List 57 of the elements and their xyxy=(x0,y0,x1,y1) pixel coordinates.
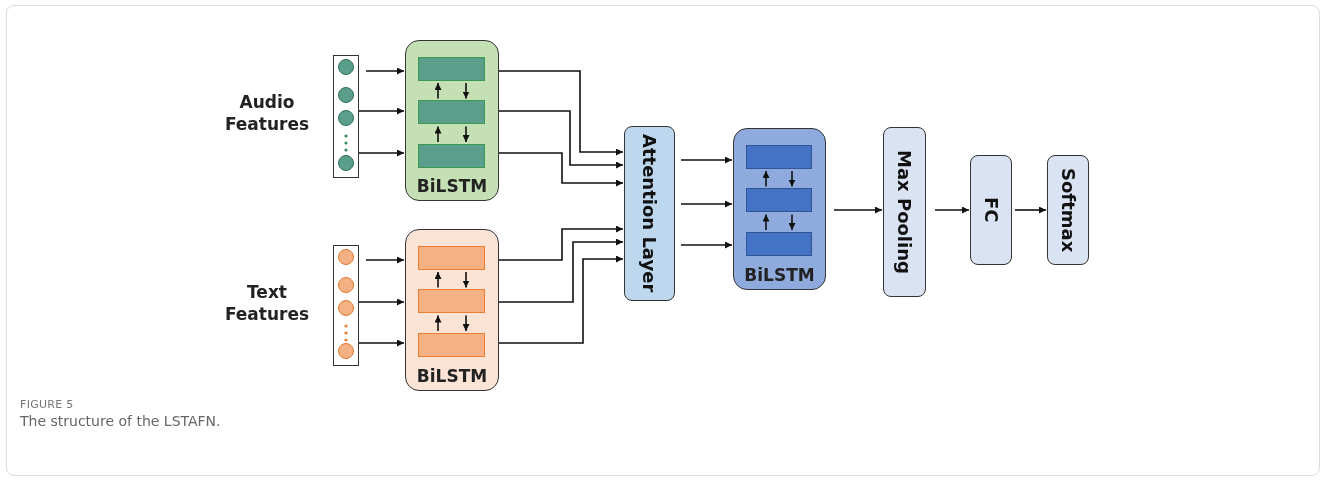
arrow xyxy=(680,241,733,249)
layer-box xyxy=(883,127,926,297)
arrow xyxy=(434,125,442,143)
arrow xyxy=(365,256,405,264)
lstm-cell xyxy=(417,143,485,168)
layer-label: BiLSTM xyxy=(415,366,489,386)
arrow xyxy=(680,200,733,208)
arrow xyxy=(762,213,770,231)
layer-box xyxy=(970,155,1012,265)
arrow xyxy=(434,314,442,332)
lstm-cell xyxy=(417,289,485,313)
input-label: Text Features xyxy=(223,281,311,325)
lstm-cell xyxy=(745,188,812,212)
arrow xyxy=(680,156,733,164)
arrow xyxy=(788,170,796,188)
arrow xyxy=(462,125,470,143)
layer-box xyxy=(1047,155,1089,265)
layer-box xyxy=(624,126,675,301)
bilstm-block xyxy=(405,40,499,201)
layer-label: Softmax xyxy=(1057,167,1079,253)
arrow xyxy=(1014,206,1047,214)
layer-label: Attention Layer xyxy=(639,134,660,293)
arrow xyxy=(498,238,624,303)
arrow xyxy=(498,110,624,169)
arrow xyxy=(934,206,970,214)
arrow xyxy=(498,70,624,156)
arrow xyxy=(434,271,442,289)
arrow xyxy=(498,255,624,344)
bilstm-block xyxy=(405,229,499,391)
layer-label: Max Pooling xyxy=(894,150,915,274)
lstm-cell xyxy=(745,231,812,256)
lstm-cell xyxy=(417,245,485,270)
lstm-cell xyxy=(745,144,812,169)
layer-label: BiLSTM xyxy=(415,176,489,196)
arrow xyxy=(358,339,405,347)
arrow xyxy=(434,82,442,100)
arrow xyxy=(833,206,883,214)
arrow xyxy=(462,314,470,332)
arrow xyxy=(358,107,405,115)
input-label: Audio Features xyxy=(223,91,311,135)
arrow xyxy=(498,225,624,261)
lstm-cell xyxy=(417,56,485,81)
figure-number: FIGURE 5 xyxy=(20,398,74,411)
arrow xyxy=(788,213,796,231)
lstm-cell xyxy=(417,332,485,357)
arrow xyxy=(762,170,770,188)
layer-label: BiLSTM xyxy=(743,265,816,285)
lstm-cell xyxy=(417,100,485,124)
layer-label: FC xyxy=(980,197,1002,223)
figure-caption: The structure of the LSTAFN. xyxy=(20,413,221,429)
arrow xyxy=(462,82,470,100)
arrow xyxy=(358,298,405,306)
bilstm-block xyxy=(733,128,826,290)
arrow xyxy=(358,149,405,157)
arrow xyxy=(365,67,405,75)
arrow xyxy=(498,152,624,187)
arrow xyxy=(462,271,470,289)
